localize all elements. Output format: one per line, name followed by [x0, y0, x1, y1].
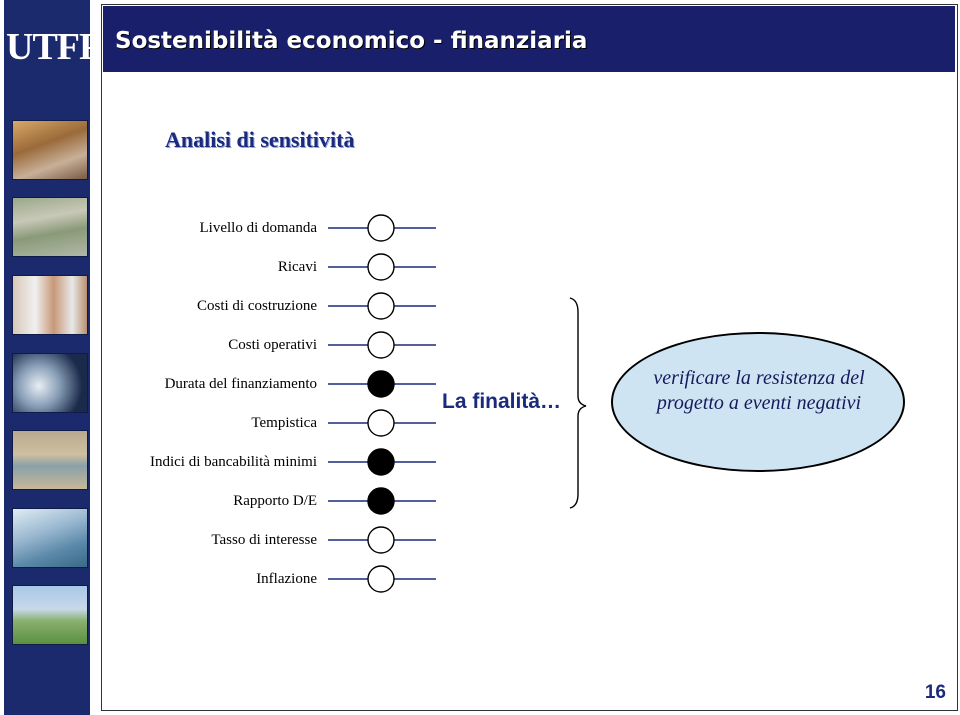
- factor-circle-empty: [367, 331, 395, 359]
- factor-circle-filled: [367, 487, 395, 515]
- factor-label: Livello di domanda: [199, 220, 317, 236]
- bridge-photo: [12, 508, 88, 568]
- right-brace: [569, 297, 587, 509]
- factor-circle-filled: [367, 370, 395, 398]
- factor-circle-empty: [367, 565, 395, 593]
- factor-label: Rapporto D/E: [233, 493, 317, 509]
- logo: UTFP: [6, 26, 102, 68]
- page-number: 16: [924, 682, 946, 703]
- factor-label: Inflazione: [256, 571, 317, 587]
- factor-circle-empty: [367, 526, 395, 554]
- page-title: Sostenibilità economico - finanziaria: [115, 28, 588, 54]
- sidebar: UTFP: [0, 0, 102, 715]
- industrial-plant-photo: [12, 585, 88, 645]
- factor-label: Indici di bancabilità minimi: [149, 454, 317, 470]
- factor-label: Tempistica: [251, 415, 317, 431]
- content-frame: [101, 4, 958, 711]
- medical-staff-photo: [12, 275, 88, 335]
- header-bar: Sostenibilità economico - finanziaria: [103, 6, 955, 72]
- factor-circle-empty: [367, 409, 395, 437]
- water-treatment-photo: [12, 430, 88, 490]
- factor-label: Costi operativi: [228, 337, 317, 353]
- factor-circle-empty: [367, 253, 395, 281]
- factor-label: Costi di costruzione: [197, 298, 317, 314]
- highway-photo: [12, 197, 88, 257]
- section-subtitle: Analisi di sensitività: [165, 127, 355, 152]
- finalita-label: La finalità…: [442, 390, 562, 413]
- factor-circle-empty: [367, 292, 395, 320]
- factor-label: Durata del finanziamento: [164, 376, 317, 392]
- station-photo: [12, 120, 88, 180]
- goal-ellipse: [611, 332, 905, 472]
- factor-circle-filled: [367, 448, 395, 476]
- factor-circle-empty: [367, 214, 395, 242]
- satellite-dish-photo: [12, 353, 88, 413]
- factor-label: Tasso di interesse: [211, 532, 317, 548]
- factor-label: Ricavi: [277, 259, 317, 275]
- goal-text: verificare la resistenza del progetto a …: [653, 367, 865, 414]
